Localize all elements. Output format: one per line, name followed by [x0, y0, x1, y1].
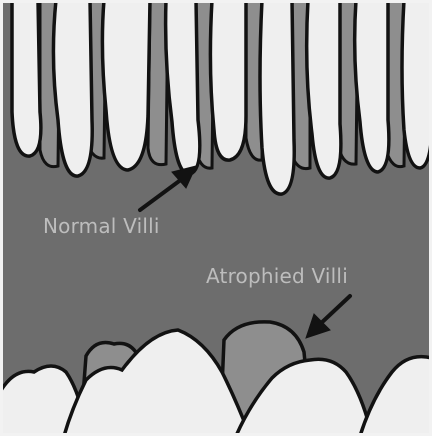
normal-villus: [12, 0, 41, 156]
atrophied-villi-label: Atrophied Villi: [206, 264, 348, 288]
normal-villus: [102, 0, 150, 170]
normal-villi-label: Normal Villi: [43, 214, 160, 238]
normal-villus: [402, 0, 432, 168]
normal-villus: [210, 0, 246, 160]
normal-villus: [260, 0, 294, 194]
